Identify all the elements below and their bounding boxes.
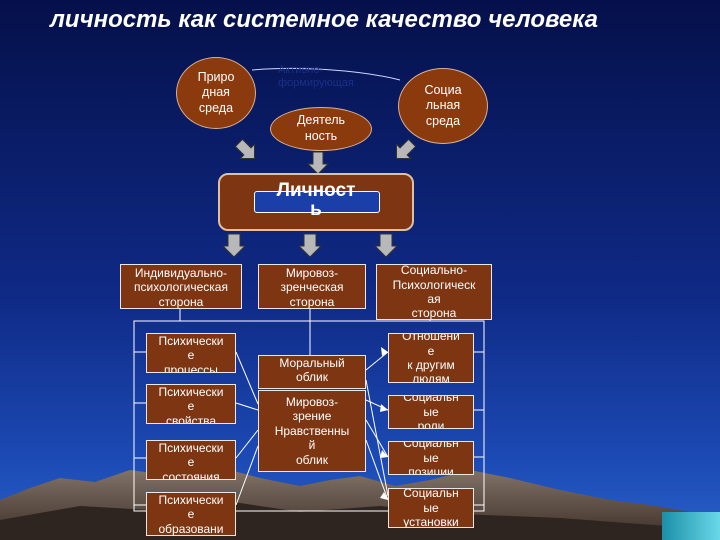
arrow-diagonal-icon bbox=[234, 138, 255, 159]
ghost-label: Активно- формирующая bbox=[278, 64, 354, 90]
center-item-moral: Моральный облик bbox=[258, 355, 366, 389]
left-item-formations: Психически е образовани я bbox=[146, 492, 236, 536]
arrow-down-icon bbox=[306, 151, 330, 175]
personality-label: Личност ь bbox=[276, 180, 356, 221]
side-worldview: Мировоз- зренческая сторона bbox=[258, 264, 366, 309]
left-item-properties: Психически е свойства bbox=[146, 384, 236, 424]
left-item-processes: Психически е процессы bbox=[146, 333, 236, 373]
page-title: личность как системное качество человека bbox=[50, 6, 599, 33]
right-item-roles: Социальн ые роли bbox=[388, 395, 474, 429]
arrow-down-icon bbox=[221, 233, 247, 258]
oval-natural-environment: Приро дная среда bbox=[176, 57, 256, 129]
arrow-diagonal-icon bbox=[396, 138, 417, 159]
center-item-worldview: Мировоз- зрение Нравственны й облик bbox=[258, 390, 366, 472]
arrow-down-icon bbox=[297, 233, 323, 258]
side-social: Социально- Психологическ ая сторона bbox=[376, 264, 492, 320]
oval-social-environment: Социа льная среда bbox=[398, 68, 488, 144]
right-item-relations: Отношени е к другим людям bbox=[388, 333, 474, 383]
oval-activity: Деятель ность bbox=[270, 107, 372, 151]
left-item-states: Психически е состояния bbox=[146, 440, 236, 480]
side-individual: Индивидуально- психологическая сторона bbox=[120, 264, 242, 309]
personality-box: Личност ь bbox=[218, 173, 414, 231]
personality-inner-box bbox=[254, 191, 380, 213]
right-item-positions: Социальн ые позиции bbox=[388, 441, 474, 475]
curve-connector bbox=[251, 67, 401, 81]
arrow-down-icon bbox=[373, 233, 399, 258]
right-item-attitudes: Социальн ые установки bbox=[388, 488, 474, 528]
